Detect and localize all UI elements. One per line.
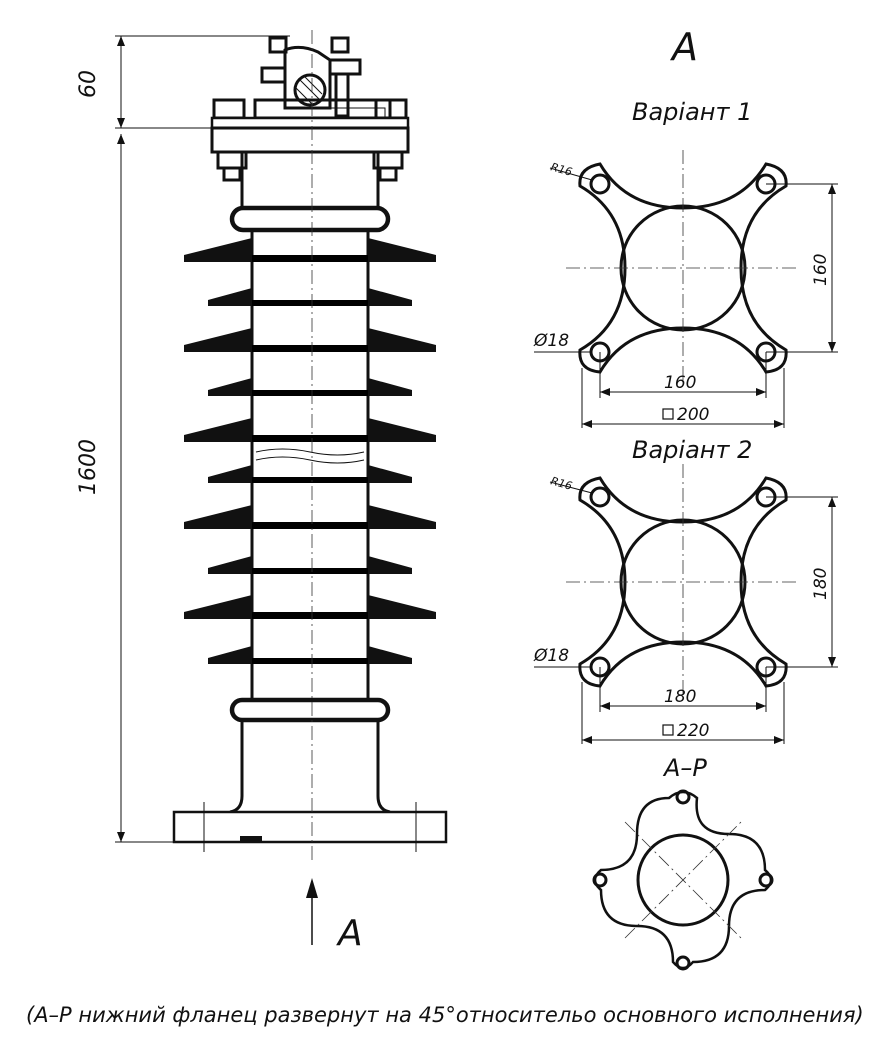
top-clamp (212, 36, 408, 121)
variant1-title: Варіант 1 (632, 98, 752, 126)
insulator-side-view: A (172, 30, 448, 954)
variant2-hole: Ø18 (533, 646, 569, 666)
view-arrow-label: A (336, 913, 363, 954)
variant2-flange (534, 464, 838, 744)
dimension-lines (115, 35, 290, 843)
top-flange (210, 116, 410, 182)
variant1-hole: Ø18 (533, 331, 569, 351)
variant1-square: 200 (677, 405, 709, 425)
view-title: A (669, 25, 698, 69)
ap-title: А–Р (662, 754, 707, 782)
lower-neck (229, 720, 391, 814)
variant1-spacing-v: 160 (811, 254, 831, 286)
variant1-flange (534, 150, 838, 428)
bottom-flange (172, 810, 448, 844)
break-line (255, 448, 365, 456)
dim-top-height: 60 (76, 70, 101, 98)
footnote: (А–Р нижний фланец развернут на 45°относ… (26, 1003, 864, 1027)
upper-neck (240, 152, 380, 208)
sheds (184, 238, 436, 664)
ap-flange (592, 789, 774, 971)
upper-ring (229, 205, 391, 233)
lower-ring (229, 697, 391, 723)
dim-total-height: 1600 (76, 439, 101, 495)
variant2-title: Варіант 2 (632, 436, 752, 464)
variant2-spacing-h: 180 (664, 687, 696, 707)
variant2-radius: R16 (549, 474, 573, 492)
variant2-square: 220 (677, 721, 709, 741)
view-arrow (306, 878, 318, 945)
variant1-spacing-h: 160 (664, 373, 696, 393)
variant2-spacing-v: 180 (811, 568, 831, 600)
variant1-radius: R16 (549, 160, 573, 178)
